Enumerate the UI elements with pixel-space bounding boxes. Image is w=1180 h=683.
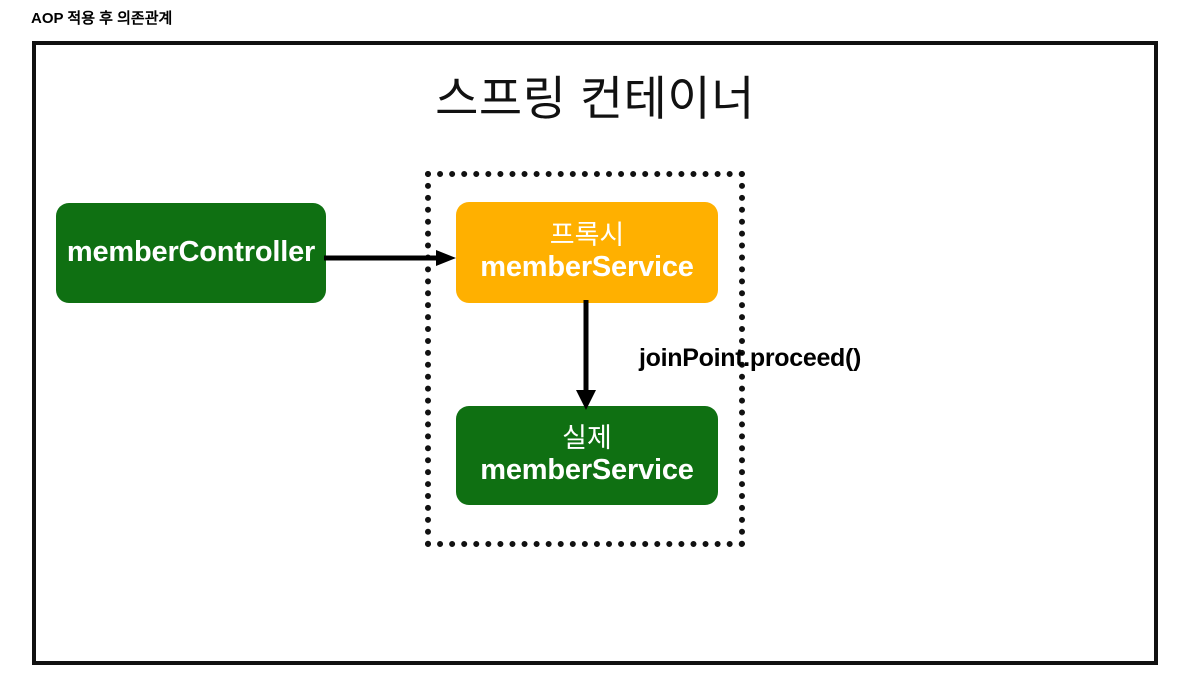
spring-container-title: 스프링 컨테이너 (435, 72, 755, 125)
node-real-member-service-line1: 실제 (562, 423, 612, 454)
node-proxy-member-service[interactable]: 프록시 memberService (456, 202, 718, 303)
arrow-controller-to-proxy (324, 250, 456, 266)
proxy-group-dotted-boundary (425, 171, 745, 547)
arrow-proxy-to-real (570, 300, 602, 410)
slide-caption: AOP 적용 후 의존관계 (31, 10, 173, 27)
node-proxy-member-service-line2: memberService (480, 251, 694, 284)
node-member-controller[interactable]: memberController (56, 203, 326, 303)
edge-label-joinpoint-proceed: joinPoint.proceed() (639, 344, 862, 372)
node-proxy-member-service-line1: 프록시 (549, 220, 625, 251)
spring-container-frame: 스프링 컨테이너 (32, 41, 1158, 665)
node-member-controller-label: memberController (66, 236, 316, 269)
node-real-member-service[interactable]: 실제 memberService (456, 406, 718, 505)
node-real-member-service-line2: memberService (480, 454, 694, 487)
